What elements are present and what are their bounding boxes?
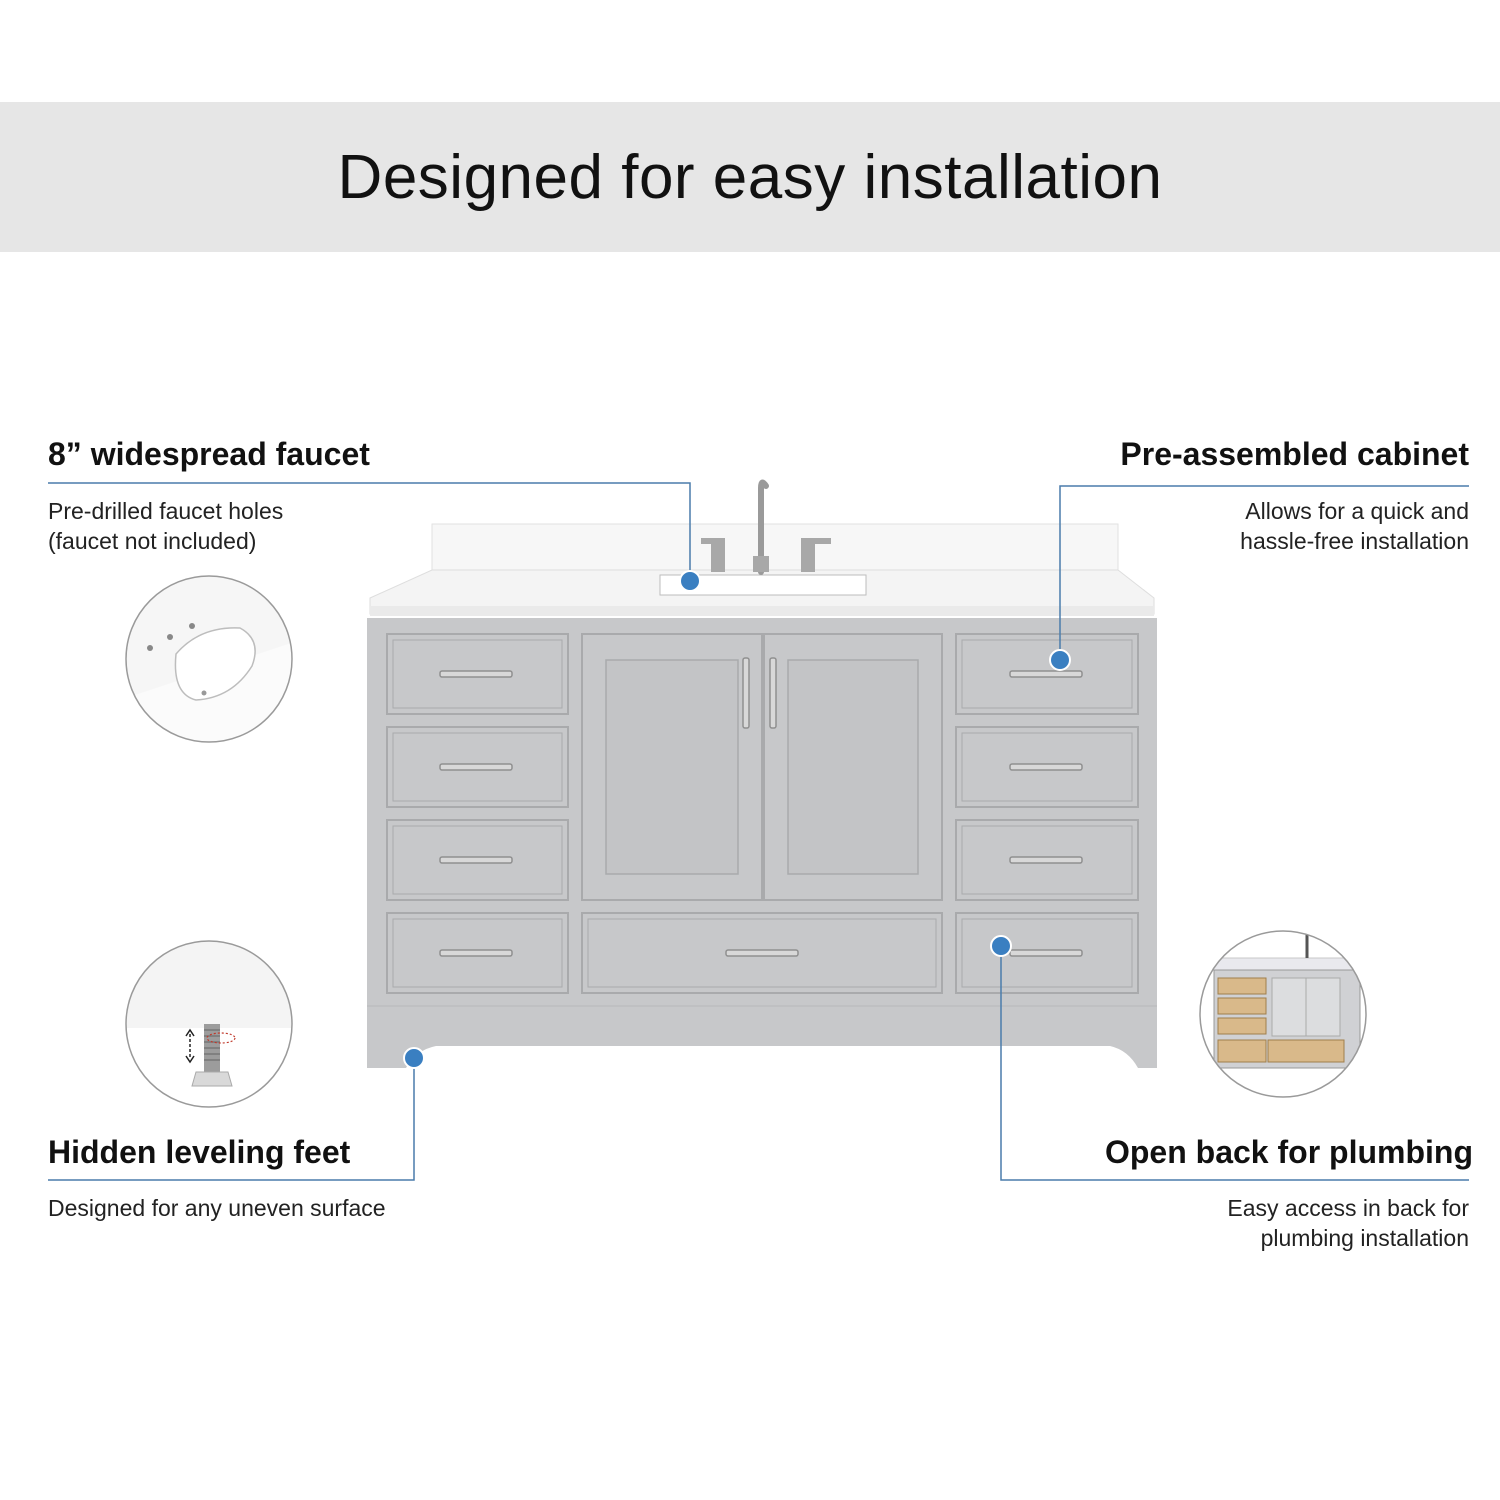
cabinet-callout-dot [1049, 649, 1071, 671]
feet-feature-description: Designed for any uneven surface [48, 1195, 386, 1221]
plumbing-desc-line-2: plumbing installation [1260, 1225, 1469, 1251]
plumbing-desc-line-1: Easy access in back for [1227, 1195, 1469, 1221]
plumbing-feature-title: Open back for plumbing [1104, 1134, 1473, 1170]
cabinet-feature-description: Allows for a quick and hassle-free insta… [1240, 496, 1469, 556]
sink-detail-icon [125, 575, 293, 743]
faucet-callout-dot [679, 570, 701, 592]
center-doors [581, 633, 943, 994]
open-back-cabinet-icon [1199, 930, 1367, 1098]
plumbing-callout-dot [990, 935, 1012, 957]
faucet-feature-description: Pre-drilled faucet holes (faucet not inc… [48, 496, 283, 556]
callout-dots [403, 570, 1071, 1069]
cabinet-feature-title: Pre-assembled cabinet [1120, 436, 1469, 472]
page-title: Designed for easy installation [337, 143, 1163, 212]
handles [439, 657, 1083, 957]
header-banner: Designed for easy installation [0, 102, 1500, 252]
faucet [701, 479, 831, 575]
sink-basin [659, 574, 867, 596]
plumbing-feature-description: Easy access in back for plumbing install… [1227, 1193, 1469, 1253]
cabinet-desc-line-2: hassle-free installation [1240, 528, 1469, 554]
faucet-desc-line-1: Pre-drilled faucet holes [48, 498, 284, 524]
cabinet-desc-line-1: Allows for a quick and [1245, 498, 1469, 524]
cabinet-base [367, 1006, 1157, 1068]
backsplash [431, 523, 1119, 575]
faucet-desc-line-2: (faucet not included) [48, 528, 257, 554]
callout-lines [48, 482, 1469, 1181]
faucet-feature-title: 8” widespread faucet [48, 436, 370, 472]
leveling-foot-icon [125, 940, 293, 1108]
feet-callout-dot [403, 1047, 425, 1069]
feet-feature-title: Hidden leveling feet [48, 1134, 351, 1170]
